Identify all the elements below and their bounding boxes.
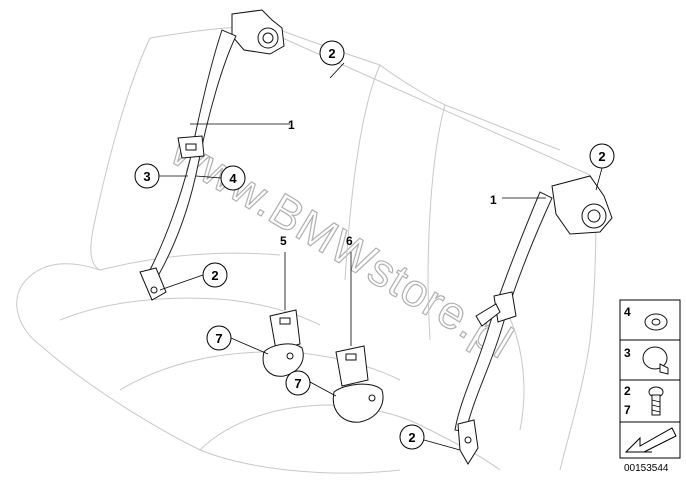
bolt-icon: [648, 386, 664, 416]
svg-text:2: 2: [211, 268, 218, 283]
callout-1-right: 1: [490, 193, 497, 207]
svg-text:7: 7: [294, 376, 301, 391]
svg-text:7: 7: [215, 331, 222, 346]
legend-label-2: 2: [624, 384, 631, 398]
arrow-icon: [624, 427, 677, 453]
svg-text:4: 4: [229, 171, 237, 186]
callout-6: 6: [346, 234, 353, 248]
washer-icon: [644, 313, 668, 331]
callout-3: 3: [134, 163, 160, 189]
callout-1-left: 1: [288, 118, 295, 132]
leader-lines: [159, 62, 603, 451]
legend-label-7: 7: [624, 403, 631, 417]
svg-text:2: 2: [328, 46, 335, 61]
buckle-5: [262, 309, 304, 377]
svg-text:2: 2: [598, 149, 605, 164]
svg-text:2: 2: [408, 430, 415, 445]
legend-label-4: 4: [624, 305, 631, 319]
cap-icon: [642, 346, 669, 375]
buckle-6: [332, 345, 384, 423]
callout-2-bottom: 2: [399, 424, 425, 450]
callout-2-top: 2: [319, 40, 345, 66]
left-seat-belt: [139, 9, 285, 301]
svg-text:3: 3: [143, 169, 150, 184]
callout-5: 5: [280, 234, 287, 248]
right-seat-belt: [454, 175, 613, 465]
callout-4: 4: [220, 165, 246, 191]
callout-7-buckle-5: 7: [206, 325, 232, 351]
diagram-id: 00153544: [624, 463, 669, 474]
parts-legend: 4 3 2 7: [619, 299, 681, 459]
callout-2-left-anchor: 2: [202, 262, 228, 288]
callout-7-buckle-6: 7: [285, 370, 311, 396]
callout-2-right-top: 2: [589, 143, 615, 169]
legend-label-3: 3: [624, 346, 631, 360]
